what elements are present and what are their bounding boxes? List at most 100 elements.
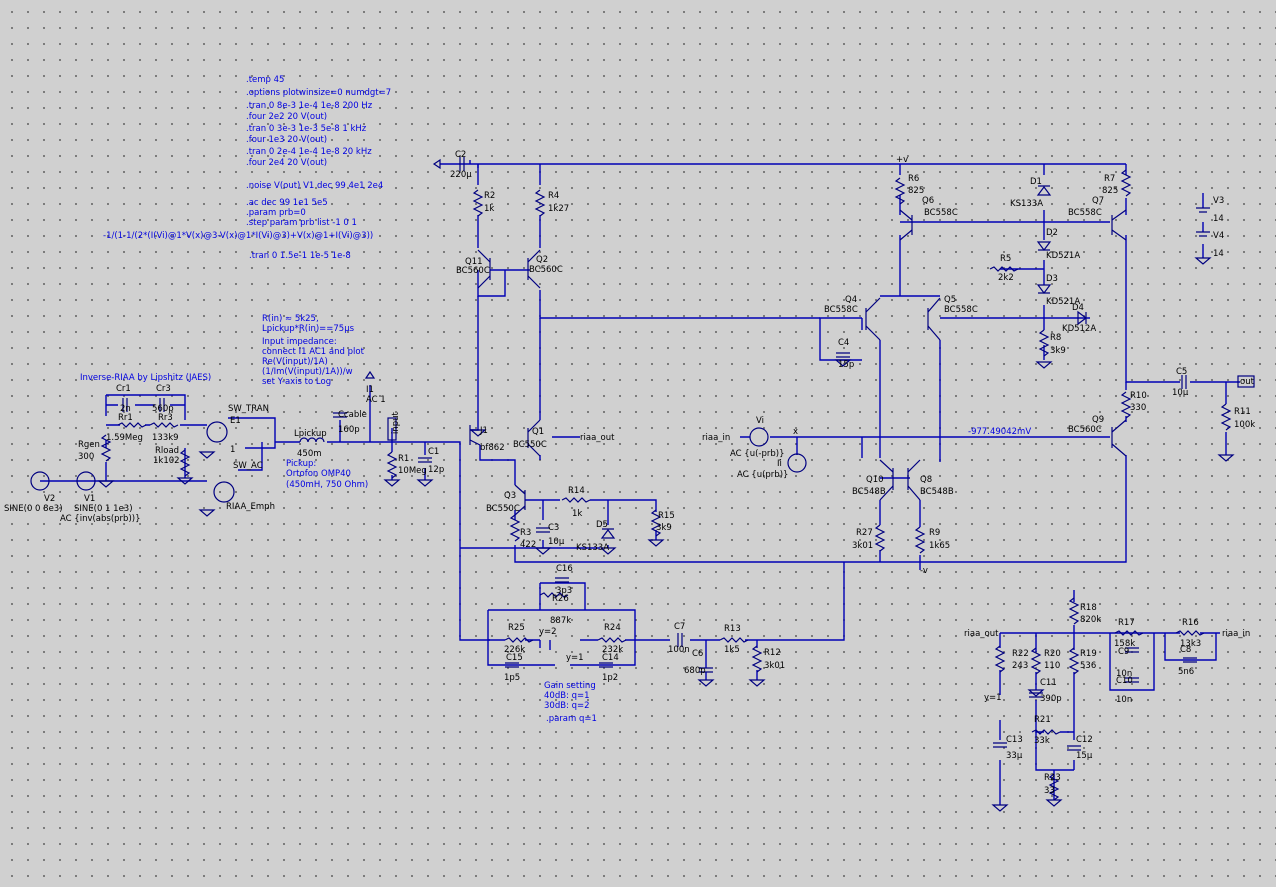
label-labels-q9v: BC560C xyxy=(1068,425,1102,435)
source-E1 xyxy=(206,421,228,443)
label-labels-r14: R14 xyxy=(568,486,585,496)
ground-symbol xyxy=(992,804,1008,812)
label-labels-r12: R12 xyxy=(764,648,781,658)
resistor-R24 xyxy=(597,637,627,643)
label-labels-c15: C15 xyxy=(506,653,523,663)
resistor-R9 xyxy=(915,526,925,554)
label-labels-r18: R18 xyxy=(1080,603,1097,613)
label-labels-r9: R9 xyxy=(929,528,940,538)
source-V1 xyxy=(76,471,96,491)
label-labels-c8: C8 xyxy=(1180,645,1191,655)
label-labels-riaa_out: riaa_out xyxy=(580,433,615,443)
resistor-R14 xyxy=(561,497,591,503)
directive-options[interactable]: .options plotwinsize=0 numdgt=7 xyxy=(246,88,391,98)
label-labels-r9v: 1k65 xyxy=(929,541,950,551)
diode-D1 xyxy=(1036,185,1052,196)
label-labels-r22v: 243 xyxy=(1012,661,1028,671)
label-labels-v4: V4 xyxy=(1213,231,1224,241)
ground-symbol xyxy=(199,509,215,517)
directive-tran-20khz[interactable]: .tran 0 2e-4 1e-4 1e-8 20 kHz xyxy=(246,147,372,157)
ground-symbol xyxy=(1046,799,1062,807)
label-labels-rr3v: 133k9 xyxy=(152,433,179,443)
note-re: Re(V(input)/1A) xyxy=(262,357,328,367)
label-labels-r7: R7 xyxy=(1104,174,1115,184)
directive-temp[interactable]: .temp 45 xyxy=(246,75,284,85)
label-labels-c5: C5 xyxy=(1176,367,1187,377)
label-labels-r2v: 1k xyxy=(484,204,494,214)
label-labels-r5v: 2k2 xyxy=(998,273,1014,283)
directive-four-20khz[interactable]: .four 2e4 20 V(out) xyxy=(246,158,327,168)
resistor-R16 xyxy=(1175,630,1205,636)
label-labels-j1: J1 xyxy=(479,426,488,436)
input-impedance-notes: R(in) ≈ 5k25, Lpickup*R(in)==75µs Input … xyxy=(262,314,365,387)
label-labels-sw_tran: SW_TRAN xyxy=(228,404,269,414)
label-labels-c3v: 10µ xyxy=(548,537,565,547)
resistor-Rr3 xyxy=(149,422,179,428)
label-labels-d1: D1 xyxy=(1030,177,1042,187)
label-labels-cr3: Cr3 xyxy=(156,384,171,394)
directive-tran-200hz[interactable]: .tran 0 8e-3 1e-4 1e-8 200 Hz xyxy=(246,101,373,111)
ground-symbol xyxy=(1036,361,1052,369)
capacitor-C13 xyxy=(992,742,1008,748)
label-labels-q1v: BC550C xyxy=(513,440,547,450)
note-input-impedance: Input impedance: xyxy=(262,337,337,347)
source-Ii xyxy=(787,453,807,473)
capacitor-C4 xyxy=(835,352,851,358)
transistor-Q10 xyxy=(879,459,894,501)
label-labels-vi: Vi xyxy=(756,416,764,426)
label-pickup_note-1: Ortofon OMP40 xyxy=(286,469,351,479)
label-labels-q9: Q9 xyxy=(1092,415,1104,425)
directive-expression[interactable]: -1/(1-1/(2*(I(Vi)@1*V(x)@3-V(x)@1*I(Vi)@… xyxy=(103,231,373,241)
wires xyxy=(40,160,1240,805)
directive-param-prb[interactable]: .param prb=0 xyxy=(246,208,306,218)
transistor-Q9 xyxy=(1111,419,1127,457)
out-flag xyxy=(1237,375,1255,388)
label-labels-cr1: Cr1 xyxy=(116,384,131,394)
label-labels-rload: Rload xyxy=(155,446,179,456)
directive-tran-long[interactable]: .tran 0 1.5e-1 1e-5 1e-8 xyxy=(249,251,351,261)
label-labels-c3: C3 xyxy=(548,523,559,533)
label-labels-y2: y=2 xyxy=(539,627,557,637)
label-pickup_note-2: (450mH, 750 Ohm) xyxy=(286,480,368,490)
directive-tran-1khz[interactable]: .tran 0 3e-3 1e-3 5e-8 1 kHz xyxy=(246,124,367,134)
label-labels-r8v: 3k9 xyxy=(1050,346,1066,356)
label-labels-riaa_in: riaa_in xyxy=(702,433,730,443)
label-labels-v2v: SINE(0 0 8e3) xyxy=(4,504,63,514)
label-labels-r8: R8 xyxy=(1050,333,1061,343)
ground-symbol xyxy=(98,480,114,488)
directive-ac[interactable]: .ac dec 99 1e1 5e5 xyxy=(246,198,328,208)
label-labels-c9: C9 xyxy=(1118,647,1129,657)
label-labels-r1: R1 xyxy=(398,454,409,464)
label-labels-d4v: KD512A xyxy=(1062,324,1096,334)
label-labels-r19v: 536 xyxy=(1080,661,1096,671)
label-labels-r27: R27 xyxy=(856,528,873,538)
label-labels-c6v: 680p xyxy=(684,666,706,676)
label-labels-q7v: BC558C xyxy=(1068,208,1102,218)
label-labels-x: x xyxy=(793,427,798,437)
label-labels-y1: y=1 xyxy=(566,653,584,663)
label-gain_note-2: 30dB: q=2 xyxy=(544,701,590,711)
transistor-Q7 xyxy=(1111,209,1127,241)
label-labels-r26: R26 xyxy=(552,594,569,604)
label-labels-r17: R17 xyxy=(1118,618,1135,628)
label-labels-lpickupv: 450m xyxy=(297,449,322,459)
probe-voltage-label: -977.49042mV xyxy=(968,427,1031,437)
label-labels-c14: C14 xyxy=(602,653,619,663)
directive-four-200hz[interactable]: .four 2e2 20 V(out) xyxy=(246,112,327,122)
note-yaxis: set Y-axis to Log xyxy=(262,377,331,387)
directive-four-1khz[interactable]: .four 1e3 20 V(out) xyxy=(246,135,327,145)
inductor-Lpickup xyxy=(299,437,325,443)
directive-noise[interactable]: .noise V(out) V1 dec 99 4e1 2e4 xyxy=(246,181,383,191)
label-gain_note-0: Gain setting xyxy=(544,681,596,691)
label-labels-c11: C11 xyxy=(1040,678,1057,688)
label-labels-d2: D2 xyxy=(1046,228,1058,238)
label-labels-rloadv: 1k102 xyxy=(153,456,180,466)
note-rin: R(in) ≈ 5k25, xyxy=(262,314,319,324)
label-labels-rr3: Rr3 xyxy=(158,413,173,423)
directive-step[interactable]: .step param prb list -1 0 1 xyxy=(246,218,357,228)
transistor-Q11 xyxy=(477,249,491,289)
battery-V3 xyxy=(1196,207,1210,213)
label-labels-r14v: 1k xyxy=(572,509,582,519)
label-labels-rgen: Rgen xyxy=(78,440,100,450)
resistor-R12 xyxy=(752,645,762,673)
